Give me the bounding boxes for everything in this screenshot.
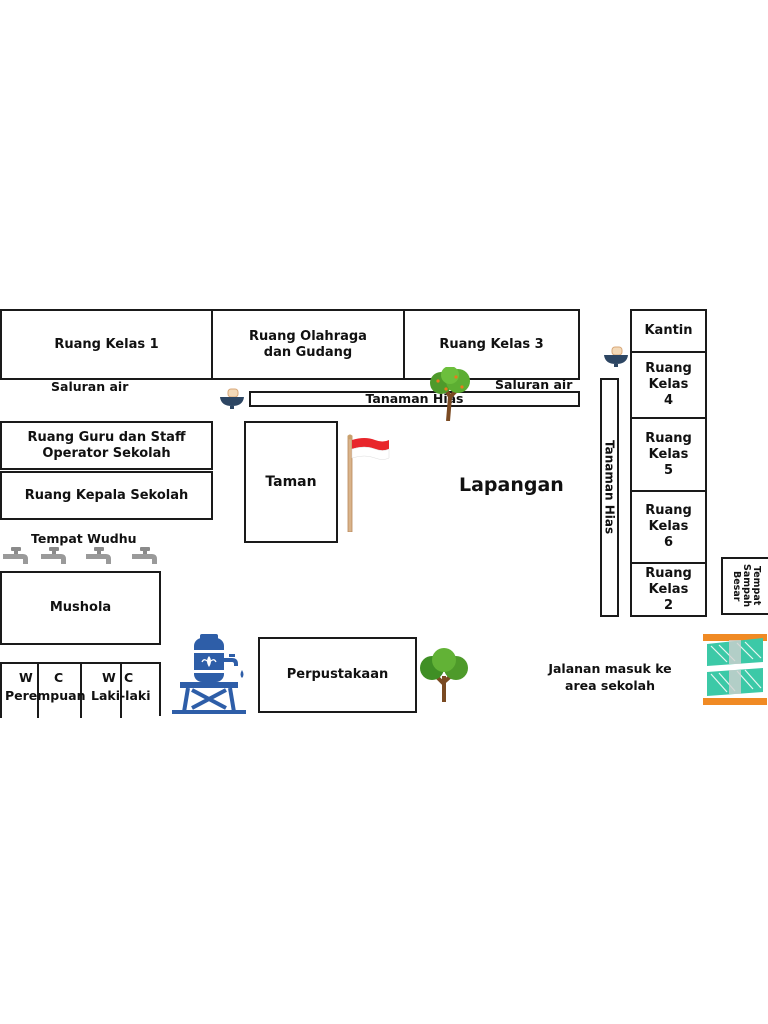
ruang-olahraga-label: Ruang Olahraga dan Gudang [249, 328, 367, 360]
ruang-kelas-1-label: Ruang Kelas 1 [54, 336, 159, 352]
jalanan-masuk-label: Jalanan masuk ke area sekolah [548, 661, 672, 693]
ruang-guru-label: Ruang Guru dan Staff Operator Sekolah [27, 429, 186, 461]
toilet-divider [120, 664, 122, 718]
taman: Taman [244, 421, 338, 543]
tanaman-hias-h-label: Tanaman Hias [365, 391, 464, 406]
toilet-laki-label: Laki-laki [91, 688, 151, 703]
tree-icon [420, 648, 468, 702]
indonesia-flag-icon [347, 434, 390, 532]
toilet-divider [80, 664, 82, 718]
mushola-label: Mushola [49, 600, 112, 615]
ruang-kelas-6: Ruang Kelas 6 [630, 490, 707, 564]
ruang-guru-staff: Ruang Guru dan Staff Operator Sekolah [0, 421, 213, 470]
toilet-w-perempuan: W [19, 670, 33, 685]
lapangan-label: Lapangan [459, 474, 564, 496]
tempat-sampah-label: Tempat Sampah Besar [731, 564, 762, 608]
ruang-kelas-4: Ruang Kelas 4 [630, 351, 707, 419]
toilet-divider [0, 664, 2, 718]
perpustakaan: Perpustakaan [258, 637, 417, 713]
entrance-gate-icon [703, 634, 767, 705]
mushola: Mushola [0, 571, 161, 645]
tanaman-hias-horizontal: Tanaman Hias [249, 391, 580, 407]
perpustakaan-label: Perpustakaan [286, 667, 389, 682]
sink-icon [220, 388, 244, 409]
faucet-icon [41, 547, 66, 564]
toilet-block: W C Perempuan W C Laki-laki [0, 662, 161, 718]
saluran-air-left-label: Saluran air [51, 379, 129, 394]
toilet-c-laki: C [124, 670, 134, 685]
ruang-kepala-sekolah: Ruang Kepala Sekolah [0, 471, 213, 520]
ruang-kelas-1: Ruang Kelas 1 [0, 309, 213, 380]
ruang-kelas-2: Ruang Kelas 2 [630, 562, 707, 617]
toilet-c-perempuan: C [54, 670, 64, 685]
faucet-icon [132, 547, 157, 564]
ruang-kelas-4-label: Ruang Kelas 4 [645, 361, 692, 408]
faucet-icon [3, 547, 28, 564]
ruang-kelas-2-label: Ruang Kelas 2 [645, 565, 692, 613]
tempat-sampah-besar: Tempat Sampah Besar [721, 557, 768, 615]
kantin: Kantin [630, 309, 707, 353]
saluran-air-right-label: Saluran air [495, 377, 573, 392]
ruang-kepala-label: Ruang Kepala Sekolah [24, 487, 189, 503]
ruang-kelas-3-label: Ruang Kelas 3 [439, 336, 544, 352]
ruang-olahraga-gudang: Ruang Olahraga dan Gudang [211, 309, 405, 380]
tanaman-hias-v-label: Tanaman Hias [602, 440, 617, 535]
tree-icon [430, 367, 470, 421]
toilet-divider [37, 664, 39, 718]
tempat-wudhu-label: Tempat Wudhu [31, 531, 137, 546]
ruang-kelas-3: Ruang Kelas 3 [403, 309, 580, 380]
kantin-label: Kantin [644, 323, 693, 338]
ruang-kelas-6-label: Ruang Kelas 6 [645, 503, 692, 550]
taman-label: Taman [265, 474, 317, 490]
sink-icon [604, 346, 628, 367]
ruang-kelas-5: Ruang Kelas 5 [630, 417, 707, 492]
tanaman-hias-vertical: Tanaman Hias [600, 378, 619, 617]
ruang-kelas-5-label: Ruang Kelas 5 [645, 430, 692, 478]
faucet-icon [86, 547, 111, 564]
toilet-w-laki: W [102, 670, 116, 685]
toilet-perempuan-label: Perempuan [5, 688, 86, 703]
water-tank-icon [172, 634, 246, 714]
